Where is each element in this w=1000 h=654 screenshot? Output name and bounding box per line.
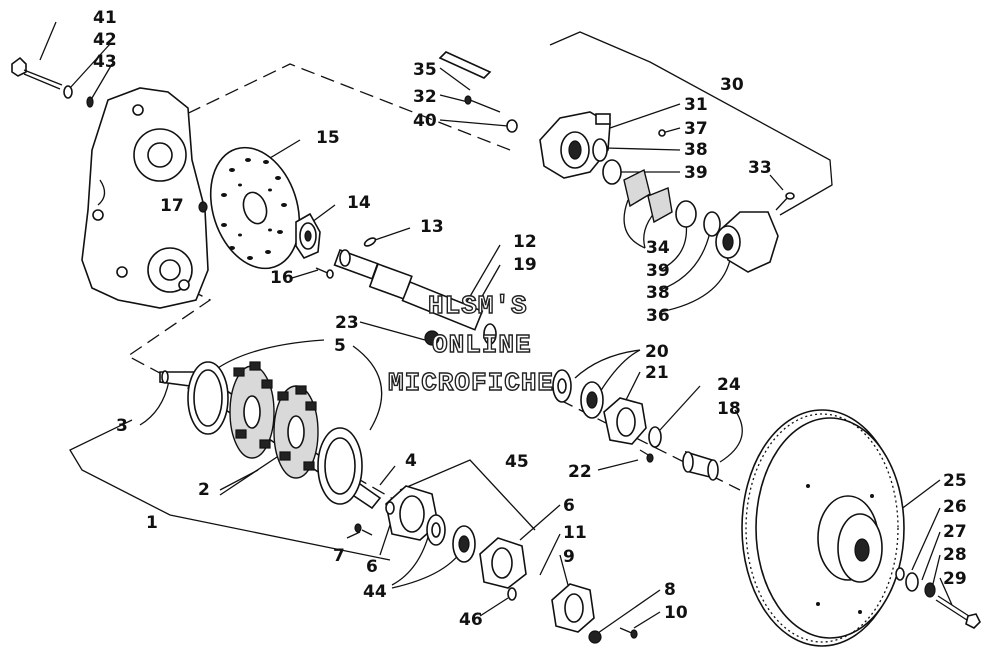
callout-37: 37: [684, 119, 708, 139]
callout-16: 16: [270, 268, 294, 288]
callout-24: 24: [717, 375, 741, 395]
plug-37: [658, 129, 666, 137]
watermark: HLSM'S ONLINE MICROFICHE: [387, 290, 554, 398]
callout-22: 22: [568, 462, 592, 482]
callout-9: 9: [563, 547, 575, 567]
bolt-32: [464, 95, 501, 113]
bleeder-33: [775, 192, 795, 211]
callout-38a: 38: [684, 140, 708, 160]
callout-15: 15: [316, 128, 340, 148]
callout-38b: 38: [646, 283, 670, 303]
callout-32: 32: [413, 87, 437, 107]
callout-39b: 39: [646, 261, 670, 281]
svg-text:HLSM'S: HLSM'S: [428, 291, 528, 321]
callout-19: 19: [513, 255, 537, 275]
wheel-25: [741, 409, 905, 647]
bolt-41: [11, 56, 63, 90]
piston-39b: [675, 200, 697, 228]
callout-36: 36: [646, 306, 670, 326]
callout-5: 5: [334, 336, 346, 356]
bearing-plate: [385, 485, 439, 541]
washer-24: [648, 426, 662, 448]
callout-27: 27: [943, 522, 967, 542]
callout-6b: 6: [563, 496, 575, 516]
callout-29: 29: [943, 569, 967, 589]
callout-2: 2: [198, 480, 210, 500]
housing-9: [551, 583, 602, 644]
callout-26: 26: [943, 497, 967, 517]
washer-43: [86, 96, 94, 108]
washer-42: [63, 85, 73, 99]
bolt-29: [935, 595, 981, 629]
leader-lines: [39, 21, 953, 634]
callout-7: 7: [333, 546, 345, 566]
callout-42: 42: [93, 30, 117, 50]
callout-21: 21: [645, 363, 669, 383]
washer-46: [507, 587, 517, 601]
seal-38b: [703, 211, 721, 237]
svg-text:ONLINE: ONLINE: [432, 330, 532, 360]
callout-17: 17: [160, 196, 184, 216]
brake-disc-15: [209, 146, 301, 270]
nut-23: [424, 330, 440, 346]
svg-text:MICROFICHE: MICROFICHE: [388, 368, 554, 398]
callout-14: 14: [347, 193, 371, 213]
washer-28: [924, 582, 936, 598]
shaft-12: [333, 248, 497, 345]
pin-35: [438, 51, 492, 79]
callout-18: 18: [717, 399, 741, 419]
bolt-16: [315, 267, 334, 279]
piston-39a: [602, 159, 622, 185]
washer-27: [905, 572, 919, 592]
drive-shaft-assembly: [159, 361, 382, 510]
nut-17: [198, 201, 208, 213]
callout-35: 35: [413, 60, 437, 80]
bolt-7: [354, 523, 373, 536]
bearing-44: [426, 514, 476, 563]
spacer-18: [682, 450, 719, 481]
callout-10: 10: [664, 603, 688, 623]
brake-pads-34: [623, 168, 673, 224]
callout-45: 45: [505, 452, 529, 472]
callout-28: 28: [943, 545, 967, 565]
callout-30: 30: [720, 75, 744, 95]
callout-40: 40: [413, 111, 437, 131]
callout-labels: 41 42 43 15 14 17 13 16 12 19 23 5 3 2 1…: [93, 8, 967, 630]
chaincase-housing: [81, 87, 209, 309]
callout-39a: 39: [684, 163, 708, 183]
callout-31: 31: [684, 95, 708, 115]
callout-1: 1: [146, 513, 158, 533]
seal-38a: [592, 138, 608, 162]
callout-4: 4: [405, 451, 417, 471]
callout-41: 41: [93, 8, 117, 28]
washer-40: [506, 119, 518, 133]
callout-20: 20: [645, 342, 669, 362]
hub-14: [295, 212, 321, 259]
flange-6: [479, 537, 527, 589]
callout-3: 3: [116, 416, 128, 436]
caliper-30: [539, 111, 611, 179]
bolt-10: [619, 627, 638, 639]
callout-12: 12: [513, 232, 537, 252]
flange-21: [603, 397, 647, 445]
callout-33: 33: [748, 158, 772, 178]
callout-25: 25: [943, 471, 967, 491]
callout-46: 46: [459, 610, 483, 630]
callout-34: 34: [646, 238, 670, 258]
callout-44: 44: [363, 582, 387, 602]
key-13: [363, 237, 377, 247]
bearing-20: [552, 369, 604, 419]
callout-43: 43: [93, 52, 117, 72]
callout-11: 11: [563, 523, 587, 543]
callout-13: 13: [420, 217, 444, 237]
washer-26: [895, 567, 905, 581]
callout-8: 8: [664, 580, 676, 600]
callout-6a: 6: [366, 557, 378, 577]
callout-23: 23: [335, 313, 359, 333]
caliper-half-36: [715, 211, 779, 273]
bolt-22: [639, 449, 654, 463]
